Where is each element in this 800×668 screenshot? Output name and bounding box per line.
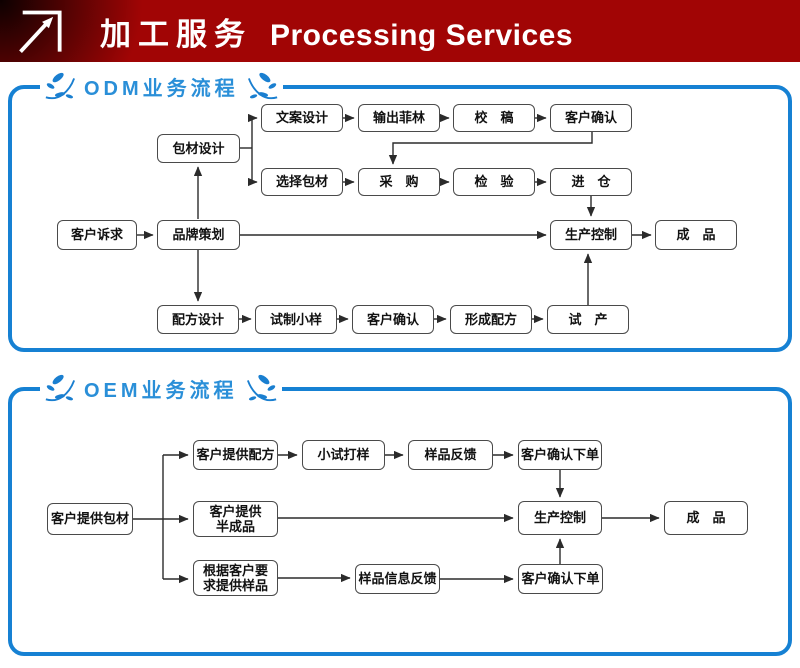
oem-flow-connectors bbox=[133, 450, 660, 584]
oem-panel: OEM业务流程 客户提供包材 客户 bbox=[8, 372, 792, 656]
flow-node-brand-planning: 品牌策划 bbox=[157, 220, 240, 250]
page-title: 加工服务 Processing Services bbox=[100, 9, 573, 54]
flow-node-small-trial: 小试打样 bbox=[302, 440, 385, 470]
page-title-zh: 加工服务 bbox=[100, 16, 252, 52]
oem-panel-title: OEM业务流程 bbox=[40, 372, 282, 404]
odm-panel: ODM业务流程 bbox=[8, 70, 792, 352]
arrow-up-right-icon bbox=[19, 10, 62, 53]
flow-node-production-control: 生产控制 bbox=[550, 220, 632, 250]
page-title-en: Processing Services bbox=[270, 18, 574, 52]
header-banner: 加工服务 Processing Services bbox=[0, 0, 800, 62]
flow-node-customer-confirm-top: 客户确认 bbox=[550, 104, 632, 132]
flow-node-packaging-design: 包材设计 bbox=[157, 134, 240, 163]
flow-node-per-request-sample: 根据客户要 求提供样品 bbox=[193, 560, 278, 596]
flow-node-form-formula: 形成配方 bbox=[450, 305, 532, 334]
odm-panel-title: ODM业务流程 bbox=[40, 70, 283, 102]
flow-node-customer-packaging: 客户提供包材 bbox=[47, 503, 133, 535]
flow-node-finished-product: 成 品 bbox=[664, 501, 748, 535]
flow-node-sample-info-feedback: 样品信息反馈 bbox=[355, 564, 440, 594]
flow-node-sample-feedback: 样品反馈 bbox=[408, 440, 493, 470]
flourish-icon bbox=[247, 72, 278, 100]
flow-node-select-packaging: 选择包材 bbox=[261, 168, 343, 196]
flow-node-trial-production: 试 产 bbox=[547, 305, 629, 334]
flow-node-confirm-order-bottom: 客户确认下单 bbox=[518, 564, 603, 594]
flow-node-copy-design: 文案设计 bbox=[261, 104, 343, 132]
flourish-icon bbox=[246, 374, 276, 402]
odm-flow-connectors bbox=[137, 113, 652, 324]
flow-node-customer-confirm-bottom: 客户确认 bbox=[352, 305, 434, 334]
flourish-icon bbox=[45, 72, 76, 100]
flow-node-formula-design: 配方设计 bbox=[157, 305, 239, 334]
flow-node-customer-demand: 客户诉求 bbox=[57, 220, 137, 250]
flow-node-finished-product: 成 品 bbox=[655, 220, 737, 250]
flourish-icon bbox=[45, 374, 76, 402]
flow-node-semi-finished: 客户提供 半成品 bbox=[193, 501, 278, 537]
flow-node-customer-formula: 客户提供配方 bbox=[193, 440, 278, 470]
flow-node-warehousing: 进 仓 bbox=[550, 168, 632, 196]
flow-node-trial-sample: 试制小样 bbox=[255, 305, 337, 334]
flow-node-production-control: 生产控制 bbox=[518, 501, 602, 535]
flow-node-inspection: 检 验 bbox=[453, 168, 535, 196]
flow-node-purchasing: 采 购 bbox=[358, 168, 440, 196]
odm-panel-title-text: ODM业务流程 bbox=[84, 77, 239, 100]
oem-panel-title-text: OEM业务流程 bbox=[84, 379, 238, 402]
flow-node-film-output: 输出菲林 bbox=[358, 104, 440, 132]
flow-node-proofreading: 校 稿 bbox=[453, 104, 535, 132]
flow-node-confirm-order-top: 客户确认下单 bbox=[518, 440, 602, 470]
